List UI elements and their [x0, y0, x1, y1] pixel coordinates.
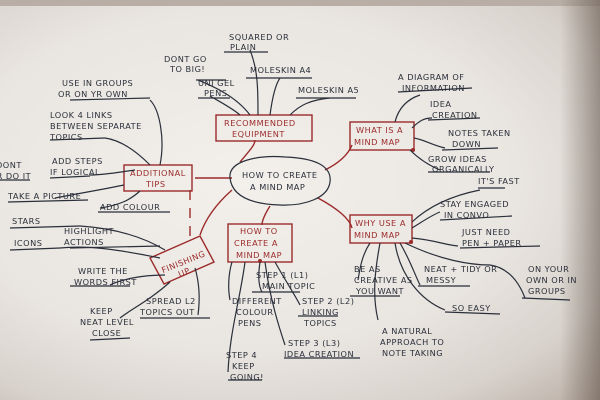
- finish-item-5-line1: KEEP: [90, 306, 113, 316]
- why-item-8-line3: NOTE TAKING: [382, 348, 443, 358]
- why-item-8-line2: APPROACH TO: [380, 337, 444, 347]
- tips-item-2-line2: BETWEEN SEPARATE: [50, 121, 142, 131]
- finish-item-4-line1: WRITE THE: [78, 266, 128, 276]
- why-item-6-line1: BE AS: [354, 264, 381, 274]
- what-item-3-line2: DOWN: [452, 139, 481, 149]
- howto-item-2-line3: TOPICS: [303, 318, 337, 328]
- why-item-7-line1: SO EASY: [452, 303, 491, 313]
- why-item-8-line1: A NATURAL: [382, 326, 432, 336]
- what-item-1-line1: A DIAGRAM OF: [398, 72, 465, 82]
- finish-branch: FINISHING UP STARS HIGHLIGHT ACTIONS ICO…: [9, 216, 215, 341]
- equipment-item-4-line2: PENS: [204, 88, 227, 98]
- what-title-line2: MIND MAP: [354, 137, 400, 147]
- equipment-item-5-line1: MOLESKIN A5: [298, 85, 359, 95]
- what-item-2-line1: IDEA: [430, 99, 452, 109]
- howto-item-5-line2: COLOUR: [236, 307, 274, 317]
- why-item-2-line1: STAY ENGAGED: [440, 199, 509, 209]
- howto-title-line3: MIND MAP: [236, 250, 282, 260]
- tips-title-line1: ADDITIONAL: [130, 168, 186, 178]
- paper-top-edge: [0, 0, 600, 6]
- equipment-item-2-line2: PLAIN: [230, 42, 256, 52]
- equipment-title-line1: RECOMMENDED: [224, 118, 296, 128]
- finish-item-4-line2: WORDS FIRST: [74, 277, 137, 287]
- what-item-4-line1: GROW IDEAS: [428, 154, 487, 164]
- tips-item-2-line1: LOOK 4 LINKS: [50, 110, 113, 120]
- tips-item-1-line1: USE IN GROUPS: [62, 78, 133, 88]
- why-title-line2: MIND MAP: [354, 230, 400, 240]
- what-title-line1: WHAT IS A: [356, 125, 403, 135]
- tips-item-3-line1: ADD STEPS: [52, 156, 103, 166]
- howto-branch: HOW TO CREATE A MIND MAP STEP 1 (L1) MAI…: [226, 223, 360, 382]
- tips-item-4-line2: OVER DO IT: [0, 171, 32, 181]
- finish-item-5-line3: CLOSE: [92, 328, 121, 338]
- why-item-3-line1: JUST NEED: [461, 227, 510, 237]
- howto-item-3-line2: IDEA CREATION: [284, 349, 354, 359]
- what-item-4-line2: ORGANICALLY: [432, 164, 495, 174]
- howto-item-5-line3: PENS: [238, 318, 261, 328]
- why-title-line1: WHY USE A: [355, 218, 406, 228]
- equipment-item-3-line1: MOLESKIN A4: [250, 65, 311, 75]
- why-item-2-line2: IN CONVO: [444, 210, 489, 220]
- finish-item-6-line2: TOPICS OUT: [139, 307, 195, 317]
- equipment-item-2-line1: SQUARED OR: [229, 32, 289, 42]
- tips-item-5-line1: TAKE A PICTURE: [7, 191, 81, 201]
- finish-item-2-line1: HIGHLIGHT: [64, 226, 115, 236]
- howto-item-1-line1: STEP 1 (L1): [256, 270, 308, 280]
- finish-item-6-line1: SPREAD L2: [146, 296, 196, 306]
- what-branch: WHAT IS A MIND MAP A DIAGRAM OF INFORMAT…: [349, 72, 511, 174]
- howto-item-3-line1: STEP 3 (L3): [288, 338, 340, 348]
- equipment-item-1-line1: DONT GO: [164, 54, 207, 64]
- howto-item-2-line1: STEP 2 (L2): [302, 296, 354, 306]
- why-branch: WHY USE A MIND MAP IT'S FAST STAY ENGAGE…: [349, 176, 577, 358]
- why-item-5-line1: NEAT + TIDY OR: [424, 264, 497, 274]
- tips-item-6-line1: ADD COLOUR: [100, 202, 160, 212]
- finish-item-1-line1: STARS: [12, 216, 41, 226]
- shadow: [560, 0, 600, 400]
- why-item-5-line2: MESSY: [426, 275, 457, 285]
- tips-branch: ADDITIONAL TIPS USE IN GROUPS OR ON YR O…: [0, 78, 193, 213]
- tips-title-line2: TIPS: [145, 179, 166, 189]
- howto-item-4-line2: KEEP: [232, 361, 255, 371]
- center-title-line1: HOW TO CREATE: [242, 170, 318, 180]
- equipment-item-1-line2: TO BIG!: [169, 64, 205, 74]
- center-node: HOW TO CREATE A MIND MAP: [229, 156, 331, 206]
- why-item-6-line2: CREATIVE AS: [354, 275, 413, 285]
- howto-title-line2: CREATE A: [234, 238, 278, 248]
- howto-item-4-line1: STEP 4: [226, 350, 257, 360]
- howto-item-4-line3: GOING!: [230, 372, 264, 382]
- why-item-1-line1: IT'S FAST: [478, 176, 520, 186]
- tips-item-2-line3: TOPICS: [49, 132, 83, 142]
- what-item-1-line2: INFORMATION: [402, 83, 465, 93]
- howto-item-2-line2: LINKING: [302, 307, 339, 317]
- howto-item-5-line1: DIFFERENT: [232, 296, 282, 306]
- why-item-4-line3: GROUPS: [528, 286, 566, 296]
- why-item-6-line3: YOU WANT: [355, 286, 404, 296]
- howto-item-1-line2: MAIN TOPIC: [262, 281, 315, 291]
- tips-item-3-line2: IF LOGICAL: [50, 167, 100, 177]
- what-item-3-line1: NOTES TAKEN: [448, 128, 511, 138]
- why-item-3-line2: PEN + PAPER: [462, 238, 522, 248]
- why-item-4-line2: OWN OR IN: [526, 275, 577, 285]
- tips-item-4-line1: DONT: [0, 160, 22, 170]
- why-item-4-line1: ON YOUR: [528, 264, 569, 274]
- center-title-line2: A MIND MAP: [250, 182, 305, 192]
- equipment-title-line2: EQUIPMENT: [232, 129, 285, 139]
- finish-item-3-line1: ICONS: [14, 238, 42, 248]
- what-item-2-line2: CREATION: [432, 110, 478, 120]
- finish-item-5-line2: NEAT LEVEL: [80, 317, 134, 327]
- finish-item-2-line2: ACTIONS: [64, 237, 104, 247]
- howto-title-line1: HOW TO: [240, 226, 278, 236]
- tips-item-1-line2: OR ON YR OWN: [58, 89, 128, 99]
- equipment-branch: RECOMMENDED EQUIPMENT DONT GO TO BIG! SQ…: [164, 32, 359, 142]
- equipment-item-4-line1: UNI GEL: [198, 78, 235, 88]
- finish-title-line2: UP: [177, 265, 192, 279]
